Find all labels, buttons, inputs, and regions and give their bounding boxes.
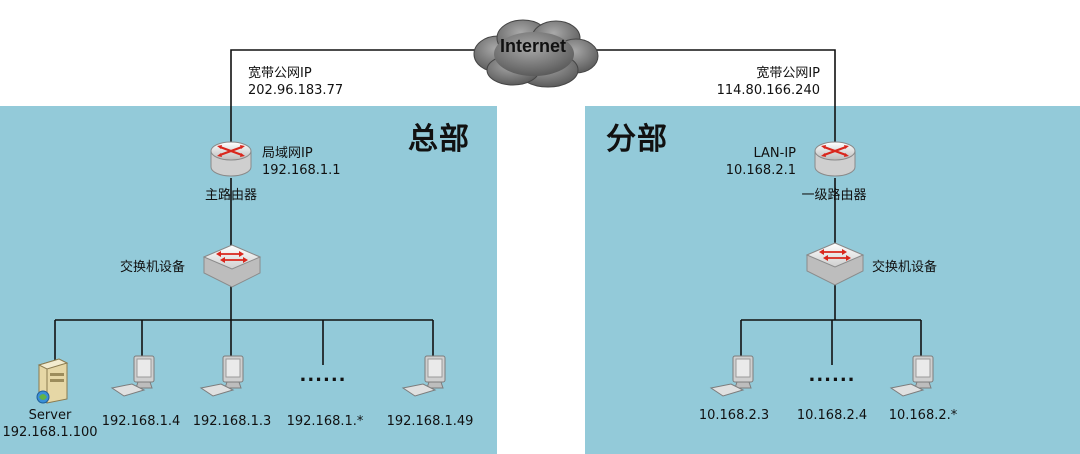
- hq-host-ip: 192.168.1.4: [101, 414, 181, 429]
- internet-cloud-icon: [473, 19, 599, 88]
- server-label: Server 192.168.1.100: [2, 407, 97, 441]
- branch-router-lan-caption: LAN-IP: [753, 146, 796, 161]
- hq-router-lan-ip: 192.168.1.1: [262, 163, 341, 178]
- server-name: Server: [28, 408, 72, 423]
- hq-title: 总部: [408, 122, 470, 157]
- hq-switch-icon: [202, 244, 262, 288]
- hq-host-ip: 192.168.1.*: [286, 414, 364, 429]
- hq-host-ip: 192.168.1.3: [192, 414, 272, 429]
- hq-router-name: 主路由器: [204, 188, 258, 203]
- hq-wan-ip: 202.96.183.77: [248, 83, 344, 98]
- branch-router-name: 一级路由器: [801, 188, 867, 203]
- hq-router-icon: [210, 141, 252, 177]
- hq-router-lan-caption: 局域网IP: [262, 146, 313, 161]
- pc-icon: [709, 355, 754, 397]
- pc-icon: [110, 355, 155, 397]
- branch-host-ip: 10.168.2.3: [698, 408, 770, 423]
- branch-router-lan-label: LAN-IP 10.168.2.1: [720, 145, 796, 179]
- internet-label: Internet: [499, 36, 567, 56]
- branch-ellipsis: ......: [808, 365, 856, 386]
- branch-router-lan-ip: 10.168.2.1: [725, 163, 796, 178]
- pc-icon: [199, 355, 244, 397]
- hq-wan-label: 宽带公网IP 202.96.183.77: [248, 65, 343, 99]
- hq-switch-name: 交换机设备: [120, 260, 186, 275]
- hq-uplink-wire: [230, 49, 490, 142]
- branch-host-ip: 10.168.2.*: [888, 408, 958, 423]
- branch-switch-name: 交换机设备: [872, 260, 938, 275]
- hq-wan-caption: 宽带公网IP: [248, 66, 312, 81]
- server-icon: [36, 358, 69, 404]
- branch-switch-icon: [805, 242, 865, 286]
- hq-ellipsis: ......: [299, 365, 347, 386]
- hq-host-ip: 192.168.1.49: [386, 414, 474, 429]
- branch-wan-ip: 114.80.166.240: [716, 83, 820, 98]
- branch-host-ip: 10.168.2.4: [796, 408, 868, 423]
- branch-title: 分部: [606, 122, 668, 157]
- pc-icon: [889, 355, 934, 397]
- branch-wan-label: 宽带公网IP 114.80.166.240: [714, 65, 820, 99]
- branch-router-icon: [814, 141, 856, 177]
- hq-router-lan-label: 局域网IP 192.168.1.1: [262, 145, 341, 179]
- branch-uplink-wire: [575, 49, 836, 142]
- branch-wan-caption: 宽带公网IP: [756, 66, 820, 81]
- server-ip: 192.168.1.100: [2, 425, 98, 440]
- pc-icon: [401, 355, 446, 397]
